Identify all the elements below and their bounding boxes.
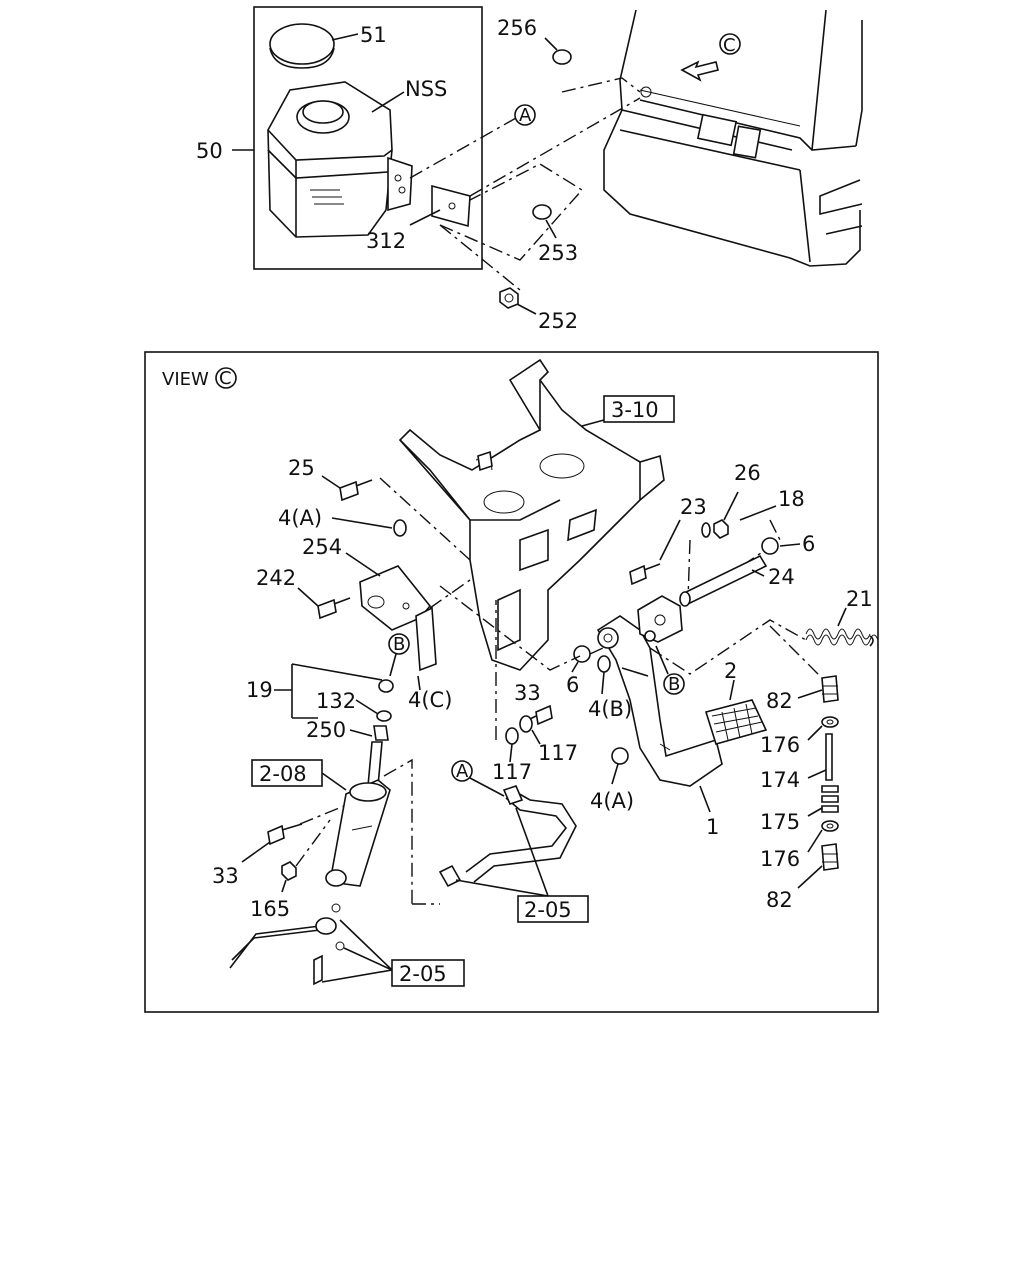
- ref-box-3-10: [603, 395, 675, 423]
- pushrod-clevis-132: [376, 679, 394, 722]
- bracket-4c: [415, 606, 437, 672]
- bolt-25: [339, 479, 373, 502]
- reservoir-hose: [438, 785, 577, 888]
- callout-nss: NSS: [405, 77, 447, 101]
- callout-82-top: 82: [766, 689, 793, 713]
- callout-176-bottom: 176: [760, 847, 800, 871]
- ref-box-2-05-bottom-label: 2-05: [399, 962, 447, 986]
- view-title-mark: [215, 367, 237, 389]
- callout-1: 1: [706, 815, 719, 839]
- callout-175: 175: [760, 810, 800, 834]
- callout-132: 132: [316, 689, 356, 713]
- callout-33-middle: 33: [514, 681, 541, 705]
- bolt-33-bottom: [267, 823, 303, 846]
- callout-117-right: 117: [538, 741, 578, 765]
- bolt-23: [629, 563, 661, 586]
- spring-175: [821, 785, 839, 813]
- callout-19: 19: [246, 678, 273, 702]
- callout-165: 165: [250, 897, 290, 921]
- bolt-4a-bottom: [611, 747, 629, 765]
- view-direction-arrow: C: [680, 33, 741, 82]
- ref-mark-a-hose: [451, 760, 473, 782]
- truck-cab-outline: [603, 9, 863, 267]
- callout-24: 24: [768, 565, 795, 589]
- bracket-stud: [477, 450, 493, 472]
- ref-mark-a-top-label: A: [519, 105, 532, 126]
- reservoir-cap: [269, 23, 335, 69]
- nut-26: [713, 519, 729, 539]
- nut-165: [281, 861, 297, 881]
- pedal-pad: [704, 699, 768, 745]
- washer-176-bottom: [821, 820, 839, 832]
- callout-4c: 4(C): [408, 688, 452, 712]
- ref-mark-b-left: [388, 633, 410, 655]
- ref-box-3-10-label: 3-10: [611, 398, 659, 422]
- ref-mark-a-hose-label: A: [456, 761, 469, 782]
- callout-21: 21: [846, 587, 873, 611]
- callout-4a-bottom: 4(A): [590, 789, 634, 813]
- callout-6-middle: 6: [566, 673, 579, 697]
- plug-253: [532, 204, 552, 220]
- callout-254: 254: [302, 535, 342, 559]
- callout-174: 174: [760, 768, 800, 792]
- callout-4b: 4(B): [588, 697, 632, 721]
- bushing-6-middle: [573, 645, 591, 663]
- view-title-mark-label: C: [219, 368, 232, 389]
- bolt-4a-top: [393, 519, 407, 537]
- ref-mark-b-right: [663, 673, 685, 695]
- callout-18: 18: [778, 487, 805, 511]
- view-c-mark-label: C: [723, 35, 736, 56]
- bushing-6-top: [761, 537, 779, 555]
- callout-312: 312: [366, 229, 406, 253]
- ref-box-2-05-middle: [517, 895, 589, 923]
- clutch-line: [229, 903, 345, 986]
- master-cylinder: [325, 758, 413, 904]
- callout-51: 51: [360, 23, 387, 47]
- callout-252: 252: [538, 309, 578, 333]
- stopper-82-bottom: [821, 843, 839, 871]
- stopper-82-top: [821, 675, 839, 703]
- washer-117-right: [519, 715, 533, 733]
- pedal-shaft-24: [679, 554, 768, 607]
- callout-50: 50: [196, 139, 223, 163]
- callout-82-bottom: 82: [766, 888, 793, 912]
- callout-250: 250: [306, 718, 346, 742]
- view-title: VIEW: [162, 369, 209, 390]
- pedal-pivot-boss: [637, 595, 683, 643]
- ref-mark-b-left-label: B: [393, 634, 405, 655]
- ref-box-2-05-middle-label: 2-05: [524, 898, 572, 922]
- callout-117-left: 117: [492, 760, 532, 784]
- nut-252: [499, 287, 519, 309]
- ref-mark-a-top: [514, 104, 536, 126]
- bolt-4b: [597, 655, 611, 673]
- callout-242: 242: [256, 566, 296, 590]
- ref-box-2-05-bottom: [391, 959, 465, 987]
- callout-23: 23: [680, 495, 707, 519]
- callout-256: 256: [497, 16, 537, 40]
- callout-253: 253: [538, 241, 578, 265]
- plug-256: [552, 49, 572, 65]
- return-spring-21: [805, 628, 879, 647]
- ref-box-2-08-label: 2-08: [259, 762, 307, 786]
- callout-6-top: 6: [802, 532, 815, 556]
- callout-33-bottom: 33: [212, 864, 239, 888]
- ref-mark-b-right-label: B: [668, 674, 680, 695]
- reservoir-tank: [267, 81, 413, 238]
- clutch-pedal-arm: [596, 615, 723, 787]
- bracket-312: [431, 184, 471, 228]
- callout-25: 25: [288, 456, 315, 480]
- washer-18: [701, 522, 711, 538]
- washer-117-left: [505, 727, 519, 745]
- washer-176-top: [821, 716, 839, 728]
- bolt-242: [317, 597, 351, 620]
- view-c-frame: [144, 351, 879, 1013]
- callout-176-top: 176: [760, 733, 800, 757]
- callout-26: 26: [734, 461, 761, 485]
- rod-174: [825, 733, 833, 781]
- callout-2: 2: [724, 659, 737, 683]
- callout-4a-top: 4(A): [278, 506, 322, 530]
